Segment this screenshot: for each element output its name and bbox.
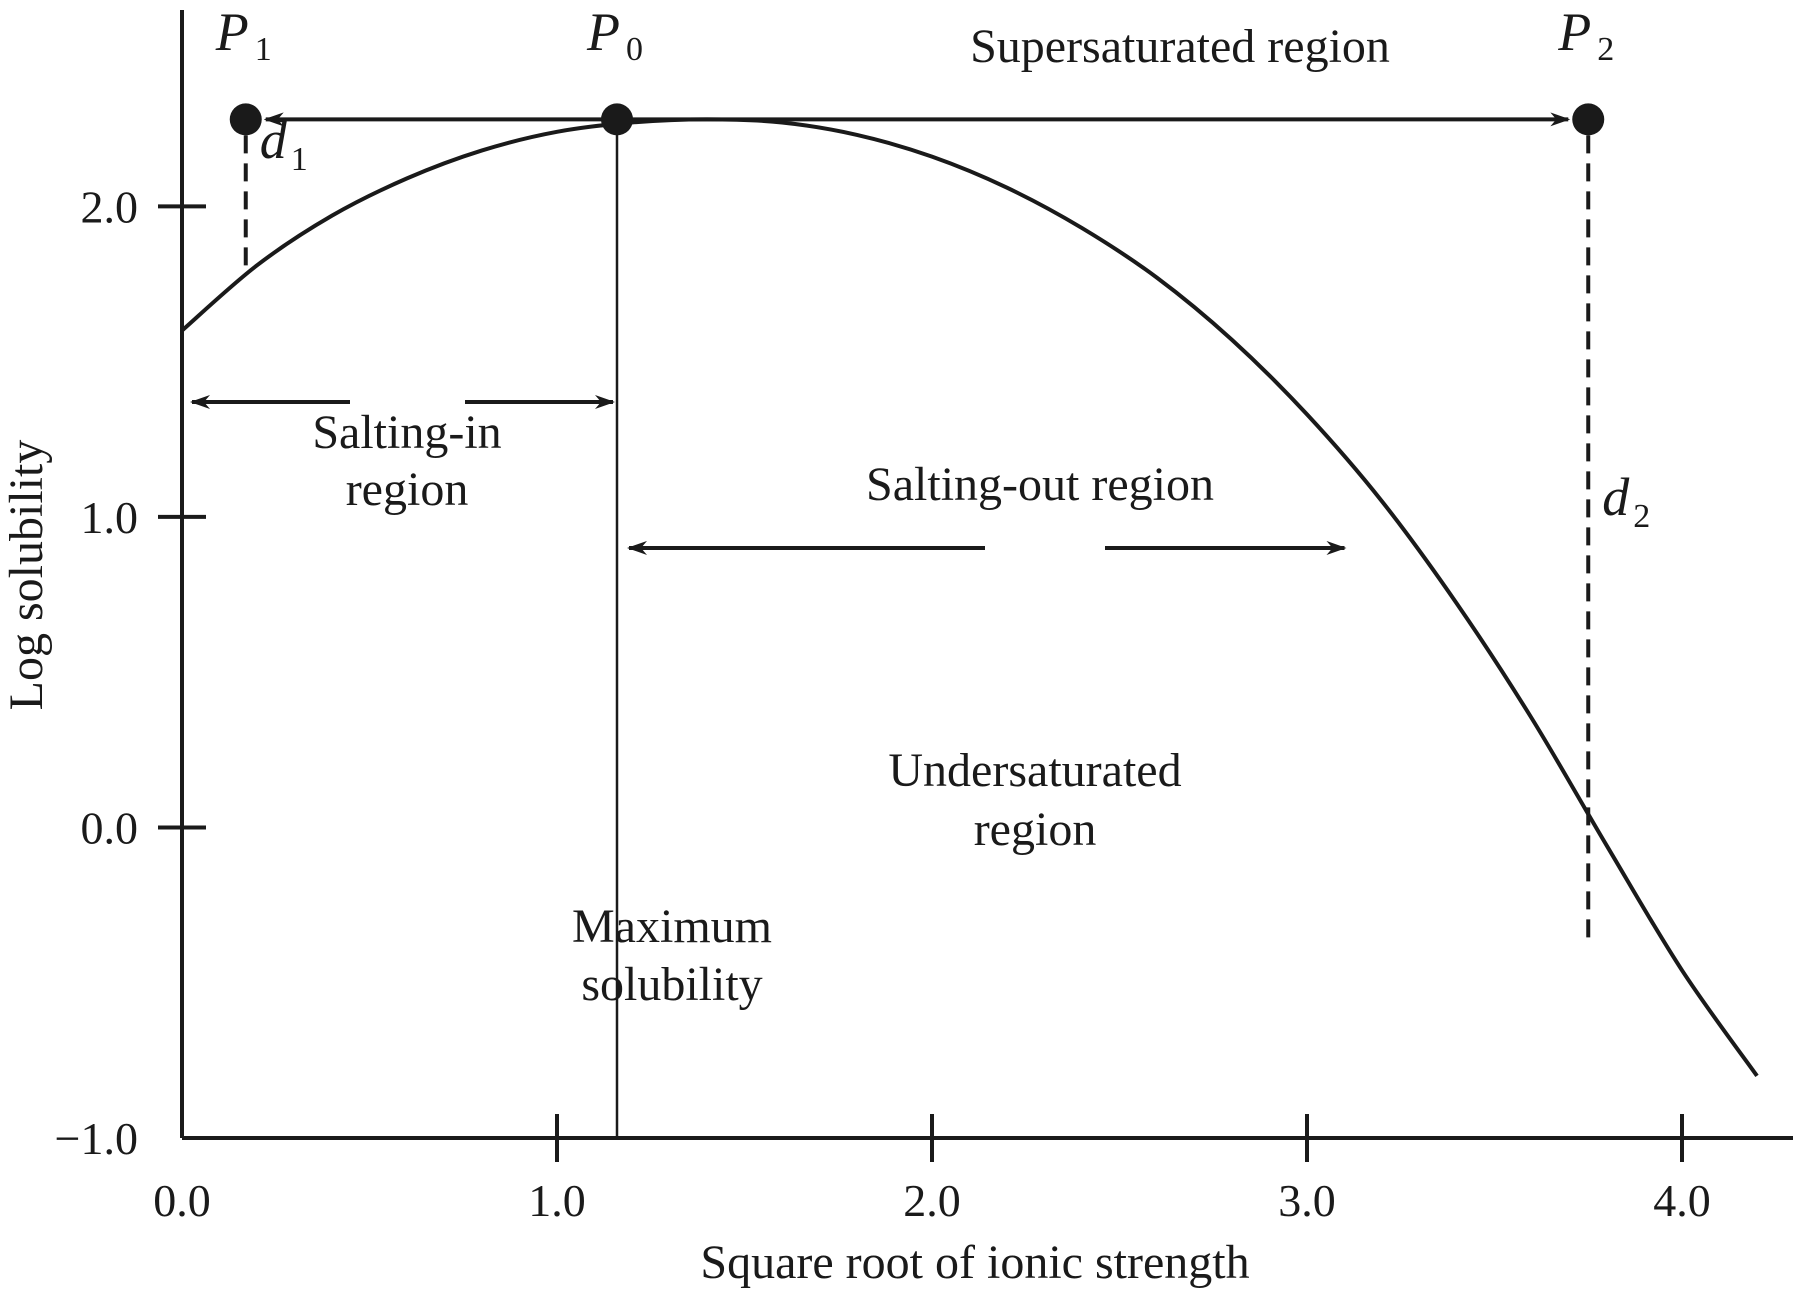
y-tick-label: 1.0 [81, 492, 139, 543]
undersaturated-label-line2: region [974, 803, 1097, 856]
salting-in-label-line2: region [346, 463, 469, 516]
point-p0 [601, 103, 633, 136]
x-tick-label: 2.0 [903, 1175, 961, 1226]
y-tick-label: 0.0 [81, 802, 139, 853]
x-tick-label: 0.0 [153, 1175, 211, 1226]
axes [180, 10, 1793, 1140]
supersaturated-region-label: Supersaturated region [970, 20, 1390, 73]
x-tick-label: 1.0 [528, 1175, 586, 1226]
x-tick-label: 4.0 [1653, 1175, 1711, 1226]
point-p2 [1572, 103, 1605, 136]
y-tick-label: 2.0 [81, 181, 139, 232]
maximum-solubility-label-line2: solubility [581, 958, 762, 1011]
maximum-solubility-label-line1: Maximum [572, 900, 772, 953]
y-ticks: −1.0 0.0 1.0 2.0 [55, 181, 206, 1164]
undersaturated-label-line1: Undersaturated [888, 744, 1181, 797]
point-p1 [229, 103, 262, 136]
y-tick-label: −1.0 [55, 1113, 138, 1164]
salting-out-region-label: Salting-out region [866, 458, 1214, 511]
x-axis-title: Square root of ionic strength [700, 1236, 1249, 1289]
x-ticks: 0.0 1.0 2.0 3.0 4.0 [153, 1114, 1711, 1226]
solubility-curve [180, 117, 1759, 1078]
x-tick-label: 3.0 [1278, 1175, 1336, 1226]
salting-in-label-line1: Salting-in [312, 406, 501, 459]
y-axis-title: Log solubility [0, 440, 53, 711]
